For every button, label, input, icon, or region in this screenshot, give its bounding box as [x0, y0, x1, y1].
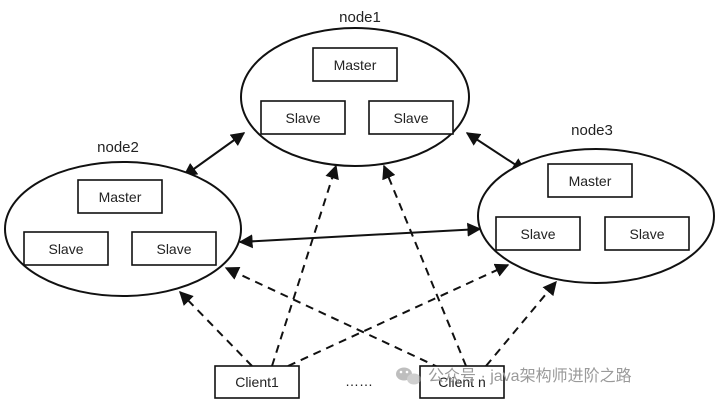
node2-cluster: node2 Master Slave Slave: [4, 139, 242, 297]
link-node1-node3: [465, 132, 527, 172]
node1-slave-a-label: Slave: [285, 110, 320, 126]
connectors: [179, 132, 557, 369]
client1-to-node3: [287, 263, 510, 367]
clientn-to-node1: [382, 164, 467, 367]
node2-slave-a-label: Slave: [48, 241, 83, 257]
client1-box: [214, 365, 300, 399]
node1-slave-b-label: Slave: [393, 110, 428, 126]
node3-slave-a-label: Slave: [520, 226, 555, 242]
clientn-to-node3: [485, 280, 557, 367]
node1-master-label: Master: [334, 57, 377, 73]
node1-label: node1: [339, 9, 381, 26]
clients-ellipsis: ……: [345, 373, 373, 389]
node3-master-label: Master: [569, 173, 612, 189]
client1-to-node2: [179, 290, 253, 367]
node3-slave-b-label: Slave: [629, 226, 664, 242]
node3-label: node3: [571, 122, 613, 139]
node1-cluster: node1 Master Slave Slave: [240, 9, 470, 167]
clientn-to-node2: [224, 266, 441, 369]
node3-slave-b-box: [604, 216, 690, 251]
clientn-box: [419, 365, 505, 399]
node1-slave-b-box: [368, 100, 454, 135]
client1-to-node1: [271, 164, 339, 367]
link-node2-node3: [238, 222, 482, 249]
watermark: 公众号 · java架构师进阶之路: [396, 367, 632, 385]
wechat-icon: [396, 367, 421, 385]
link-node1-node2: [182, 132, 246, 177]
clientn-label: Client n: [438, 374, 485, 390]
node2-master-box: [77, 179, 163, 214]
watermark-text: 公众号 · java架构师进阶之路: [428, 367, 632, 385]
node2-master-label: Master: [99, 189, 142, 205]
node3-master-box: [547, 163, 633, 198]
node3-slave-a-box: [495, 216, 581, 251]
node2-slave-b-label: Slave: [156, 241, 191, 257]
node1-master-box: [312, 47, 398, 82]
node2-slave-b-box: [131, 231, 217, 266]
node2-slave-a-box: [23, 231, 109, 266]
clients: Client1 …… Client n: [214, 365, 505, 399]
client1-label: Client1: [235, 374, 279, 390]
node2-label: node2: [97, 139, 139, 156]
node1-slave-a-box: [260, 100, 346, 135]
node3-cluster: node3 Master Slave Slave: [477, 122, 715, 284]
